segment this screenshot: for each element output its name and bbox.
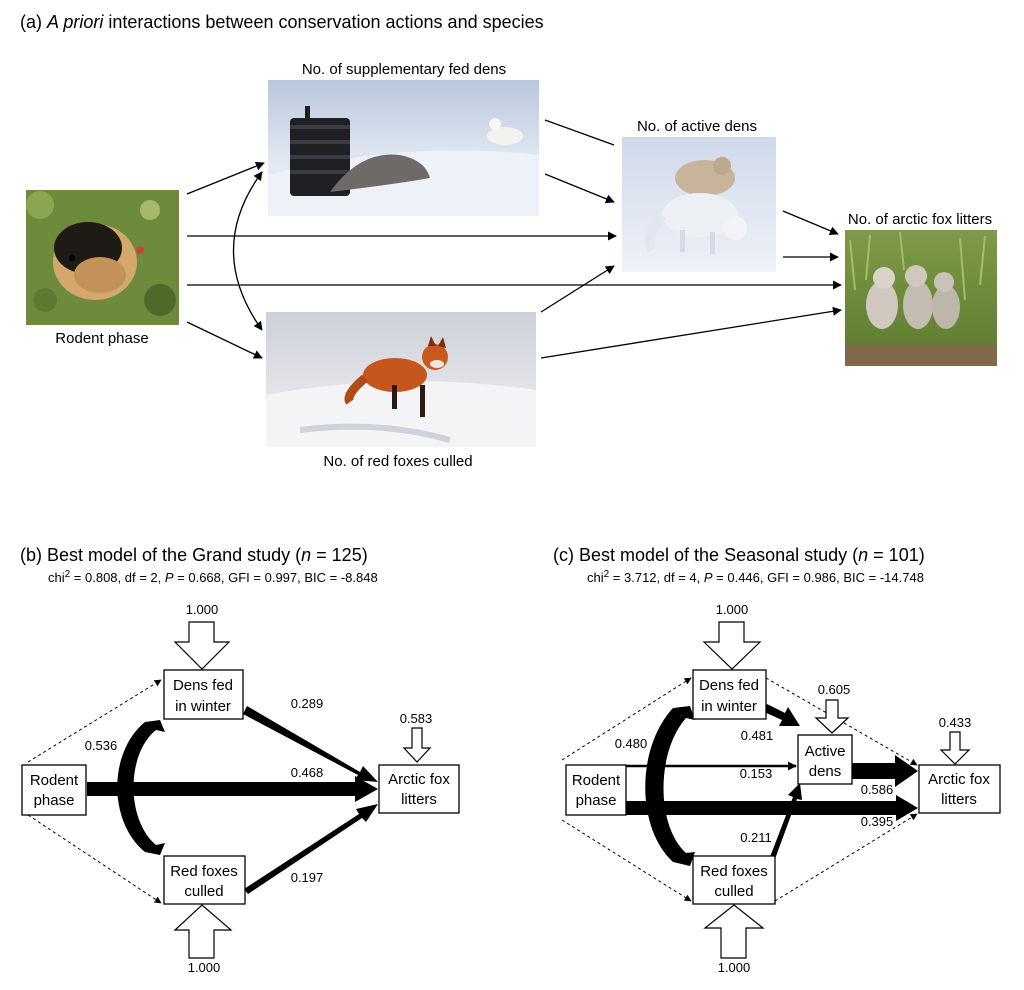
node-c-rodent-label-2: phase [576, 792, 617, 809]
node-c-fox-label-2: litters [941, 791, 977, 808]
input-c-red [703, 904, 765, 959]
panel-b-coefficients: 1.000 1.000 0.583 0.536 0.289 0.468 0.19… [85, 602, 433, 975]
coef-c-active-fox: 0.586 [861, 782, 894, 797]
node-c-active [797, 734, 853, 785]
panel-b-title: (b) Best model of the Grand study (n = 1… [20, 545, 368, 565]
arrow-rodent-to-fed-dens [186, 161, 265, 195]
panel-b-nodes: Rodent phase Dens fed in winter Red foxe… [21, 669, 460, 905]
path-c-rodent-red-dashed [561, 819, 692, 902]
caption-active-dens: No. of active dens [637, 118, 757, 135]
path-b-correlation [117, 720, 165, 855]
path-b-red-fox [244, 804, 378, 894]
node-b-red-label-1: Red foxes [170, 863, 238, 880]
coef-c-fox-in: 0.433 [939, 715, 972, 730]
input-c-dens [702, 621, 762, 670]
caption-litters: No. of arctic fox litters [848, 211, 992, 228]
red-fox-photo [266, 312, 536, 447]
coef-c-active-in: 0.605 [818, 682, 851, 697]
node-c-active-label-2: dens [809, 763, 842, 780]
node-b-dens-label-2: in winter [175, 698, 231, 715]
node-b-rodent [21, 764, 87, 816]
path-c-correlation [645, 706, 695, 866]
node-c-red [692, 855, 776, 905]
lemming-photo [26, 190, 179, 325]
active-den-photo [622, 137, 776, 272]
caption-fed-dens: No. of supplementary fed dens [302, 61, 506, 78]
panel-c-title: (c) Best model of the Seasonal study (n … [553, 545, 925, 565]
input-c-active [814, 699, 850, 734]
node-b-fox-label-2: litters [401, 791, 437, 808]
node-c-rodent [565, 764, 627, 816]
panel-b-paths [27, 621, 432, 959]
path-b-rodent-dens-dashed [27, 679, 162, 763]
coef-c-corr: 0.480 [615, 736, 648, 751]
node-c-dens-label-1: Dens fed [699, 677, 759, 694]
path-c-rodent-dens-dashed [561, 677, 692, 761]
input-b-dens [173, 621, 231, 670]
input-b-fox [402, 727, 432, 763]
input-c-fox [939, 731, 971, 765]
arrow-red-foxes-to-active-dens [540, 265, 615, 313]
path-b-rodent-fox [87, 776, 378, 802]
coef-b-rodent-fox: 0.468 [291, 765, 324, 780]
panel-b-stats: chi2 = 0.808, df = 2, P = 0.668, GFI = 0… [48, 569, 378, 585]
node-b-fox-label-1: Arctic fox [388, 771, 450, 788]
input-b-red [173, 904, 233, 959]
caption-rodent-phase: Rodent phase [55, 330, 148, 347]
coef-c-red-active: 0.211 [740, 830, 772, 845]
panel-c-coefficients: 1.000 1.000 0.605 0.433 0.480 0.481 0.15… [615, 602, 972, 975]
panel-c-stats: chi2 = 3.712, df = 4, P = 0.446, GFI = 0… [587, 569, 924, 585]
coef-c-dens-in: 1.000 [716, 602, 749, 617]
arrow-rodent-to-red-foxes [186, 321, 263, 359]
caption-red-foxes: No. of red foxes culled [323, 453, 472, 470]
coef-c-rodent-fox: 0.395 [861, 814, 894, 829]
node-b-red [163, 855, 246, 905]
path-c-dens-active [764, 704, 800, 726]
panel-c-nodes: Rodent phase Dens fed in winter Active d… [565, 669, 1001, 905]
fox-litter-photo [845, 230, 997, 366]
node-c-red-label-1: Red foxes [700, 863, 768, 880]
coef-b-red-fox: 0.197 [291, 870, 324, 885]
arrow-red-foxes-to-litters [540, 306, 842, 359]
node-c-active-label-1: Active [805, 743, 846, 760]
coef-b-corr: 0.536 [85, 738, 118, 753]
arrow-fed-dens-red-foxes-correlation [232, 171, 263, 331]
node-c-fox-label-1: Arctic fox [928, 771, 990, 788]
panel-c-paths [561, 621, 971, 959]
coef-b-dens-in: 1.000 [186, 602, 219, 617]
coef-c-rodent-active: 0.153 [740, 766, 773, 781]
coef-c-red-in: 1.000 [718, 960, 751, 975]
panel-a-arrows [186, 119, 842, 359]
path-c-red-fox-dashed [774, 813, 918, 902]
feeder-photo [268, 80, 539, 216]
arrow-active-dens-to-litters-1 [782, 210, 839, 236]
coef-b-fox-in: 0.583 [400, 711, 433, 726]
node-c-dens-label-2: in winter [701, 698, 757, 715]
path-c-red-active [770, 783, 802, 859]
coef-c-dens-active: 0.481 [741, 728, 774, 743]
line-fed-dens-to-active-dens [544, 119, 615, 146]
coef-b-dens-fox: 0.289 [291, 696, 324, 711]
node-b-dens-label-1: Dens fed [173, 677, 233, 694]
node-b-dens [163, 669, 244, 720]
node-c-fox [918, 764, 1001, 814]
node-b-rodent-label-1: Rodent [30, 772, 79, 789]
path-c-rodent-fox [626, 795, 918, 821]
path-c-active-fox [852, 755, 918, 787]
path-c-dens-fox-dashed [765, 677, 918, 766]
coef-b-red-in: 1.000 [188, 960, 221, 975]
node-c-rodent-label-1: Rodent [572, 772, 621, 789]
node-c-red-label-2: culled [714, 883, 753, 900]
node-b-fox [378, 764, 460, 814]
path-b-dens-fox [243, 706, 378, 782]
node-c-dens [692, 669, 767, 720]
panel-a-title: (a) A priori interactions between conser… [20, 12, 544, 32]
path-b-rodent-red-dashed [27, 814, 162, 904]
arrow-fed-dens-to-active-dens [544, 173, 615, 204]
node-b-rodent-label-2: phase [34, 792, 75, 809]
node-b-red-label-2: culled [184, 883, 223, 900]
